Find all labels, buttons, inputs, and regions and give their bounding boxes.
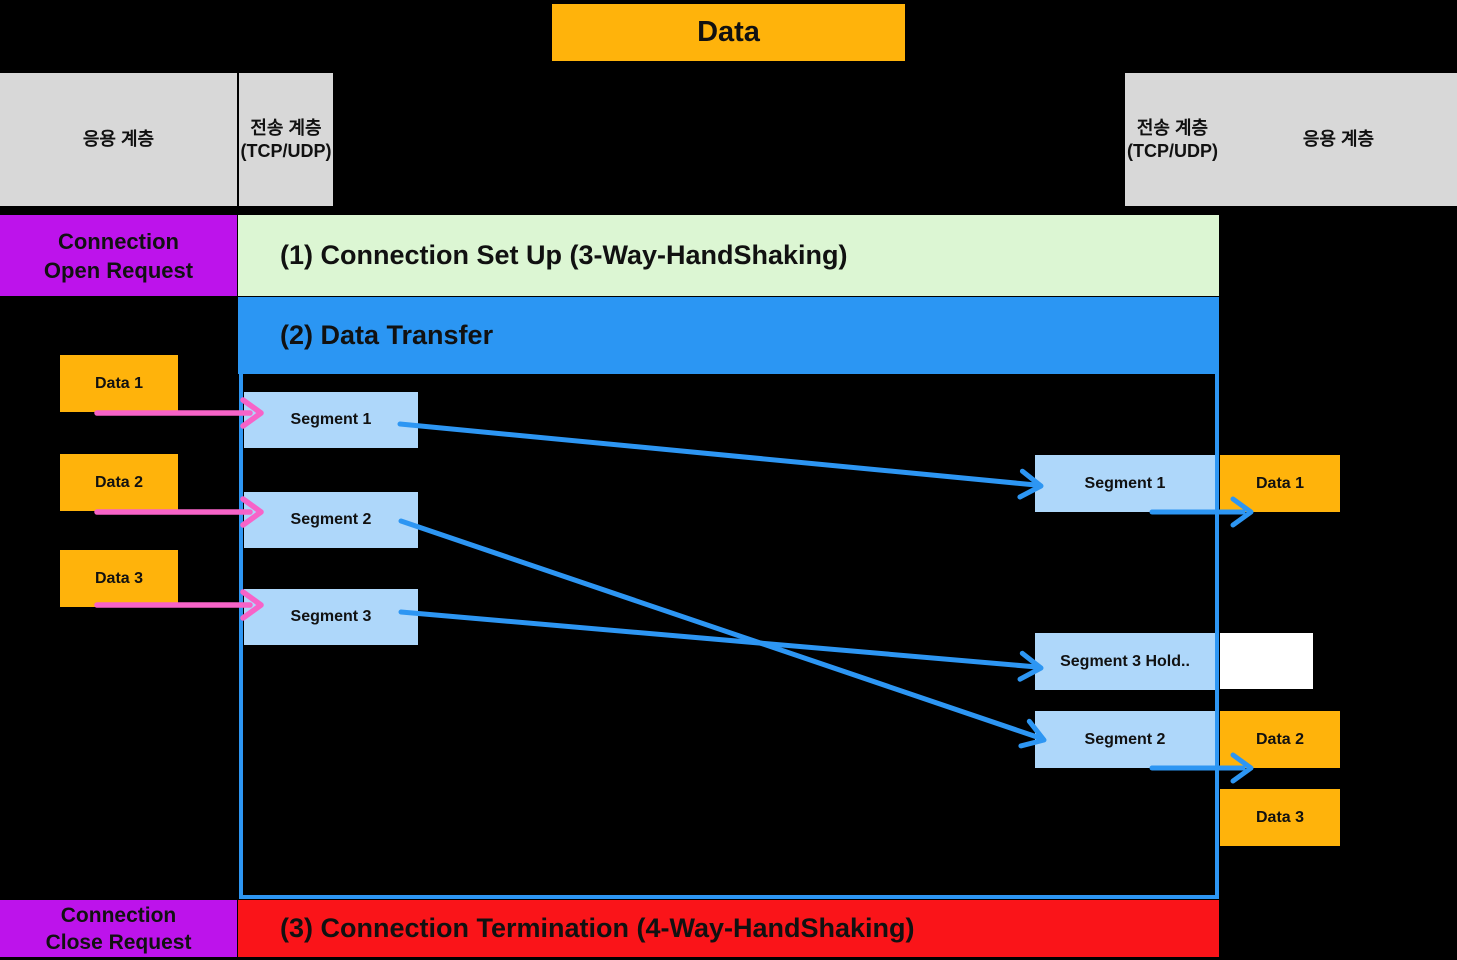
application-layer-label: 응용 계층 [82, 129, 155, 149]
header-left-transport-layer: 전송 계층 (TCP/UDP) [239, 73, 333, 206]
close-request-line1: Connection [60, 903, 177, 927]
phase-transfer-label: (2) Data Transfer [280, 320, 494, 350]
sender-segment2-label: Segment 2 [290, 511, 372, 528]
receiver-data3-box: Data 3 [1220, 789, 1340, 846]
receiver-data2-label: Data 2 [1255, 730, 1305, 748]
transport-layer-sublabel: (TCP/UDP) [1127, 140, 1218, 161]
connection-close-request-box: Connection Close Request [0, 900, 237, 957]
receiver-data2-box: Data 2 [1220, 711, 1340, 768]
data-title-label: Data [697, 16, 760, 48]
phase-termination-bar: (3) Connection Termination (4-Way-HandSh… [238, 900, 1219, 957]
open-request-line1: Connection [57, 228, 179, 254]
receiver-segment2-box: Segment 2 [1035, 711, 1215, 768]
sender-segment1-box: Segment 1 [244, 392, 418, 448]
phase-termination-label: (3) Connection Termination (4-Way-HandSh… [280, 913, 915, 943]
sender-data1-label: Data 1 [94, 374, 144, 392]
header-right-application-layer: 응용 계층 [1220, 73, 1457, 206]
phase-transfer-bar: (2) Data Transfer [238, 297, 1219, 374]
data-title-box: Data [552, 4, 905, 61]
sender-segment1-label: Segment 1 [290, 411, 372, 428]
data-transfer-area-border [239, 374, 1219, 899]
receiver-data1-box: Data 1 [1220, 455, 1340, 512]
transport-layer-sublabel: (TCP/UDP) [240, 140, 332, 161]
close-request-line2: Close Request [45, 930, 192, 954]
receiver-data1-label: Data 1 [1255, 474, 1305, 492]
transport-layer-label: 전송 계층 [1136, 117, 1209, 138]
receiver-empty-hold-box [1220, 633, 1313, 689]
receiver-segment1-label: Segment 1 [1084, 474, 1166, 492]
sender-data2-label: Data 2 [94, 473, 144, 491]
sender-data1-box: Data 1 [60, 355, 178, 412]
sender-segment3-label: Segment 3 [290, 608, 372, 625]
sender-data3-box: Data 3 [60, 550, 178, 607]
sender-data2-box: Data 2 [60, 454, 178, 511]
header-right-transport-layer: 전송 계층 (TCP/UDP) [1125, 73, 1220, 206]
header-right: 전송 계층 (TCP/UDP) 응용 계층 [1125, 73, 1457, 206]
receiver-segment1-box: Segment 1 [1035, 455, 1215, 512]
sender-data3-label: Data 3 [94, 569, 144, 587]
transport-layer-label: 전송 계층 [250, 117, 322, 138]
connection-open-request-box: Connection Open Request [0, 215, 237, 296]
receiver-segment2-label: Segment 2 [1084, 730, 1166, 748]
receiver-data3-label: Data 3 [1255, 808, 1305, 826]
phase-setup-label: (1) Connection Set Up (3-Way-HandShaking… [280, 240, 848, 270]
application-layer-label: 응용 계층 [1302, 129, 1375, 149]
receiver-segment3-hold-box: Segment 3 Hold.. [1035, 633, 1215, 690]
sender-segment2-box: Segment 2 [244, 492, 418, 548]
phase-setup-bar: (1) Connection Set Up (3-Way-HandShaking… [238, 215, 1219, 296]
open-request-line2: Open Request [43, 257, 194, 283]
receiver-segment3-hold-label: Segment 3 Hold.. [1060, 652, 1190, 670]
header-left-application-layer: 응용 계층 [0, 73, 237, 206]
sender-segment3-box: Segment 3 [244, 589, 418, 645]
